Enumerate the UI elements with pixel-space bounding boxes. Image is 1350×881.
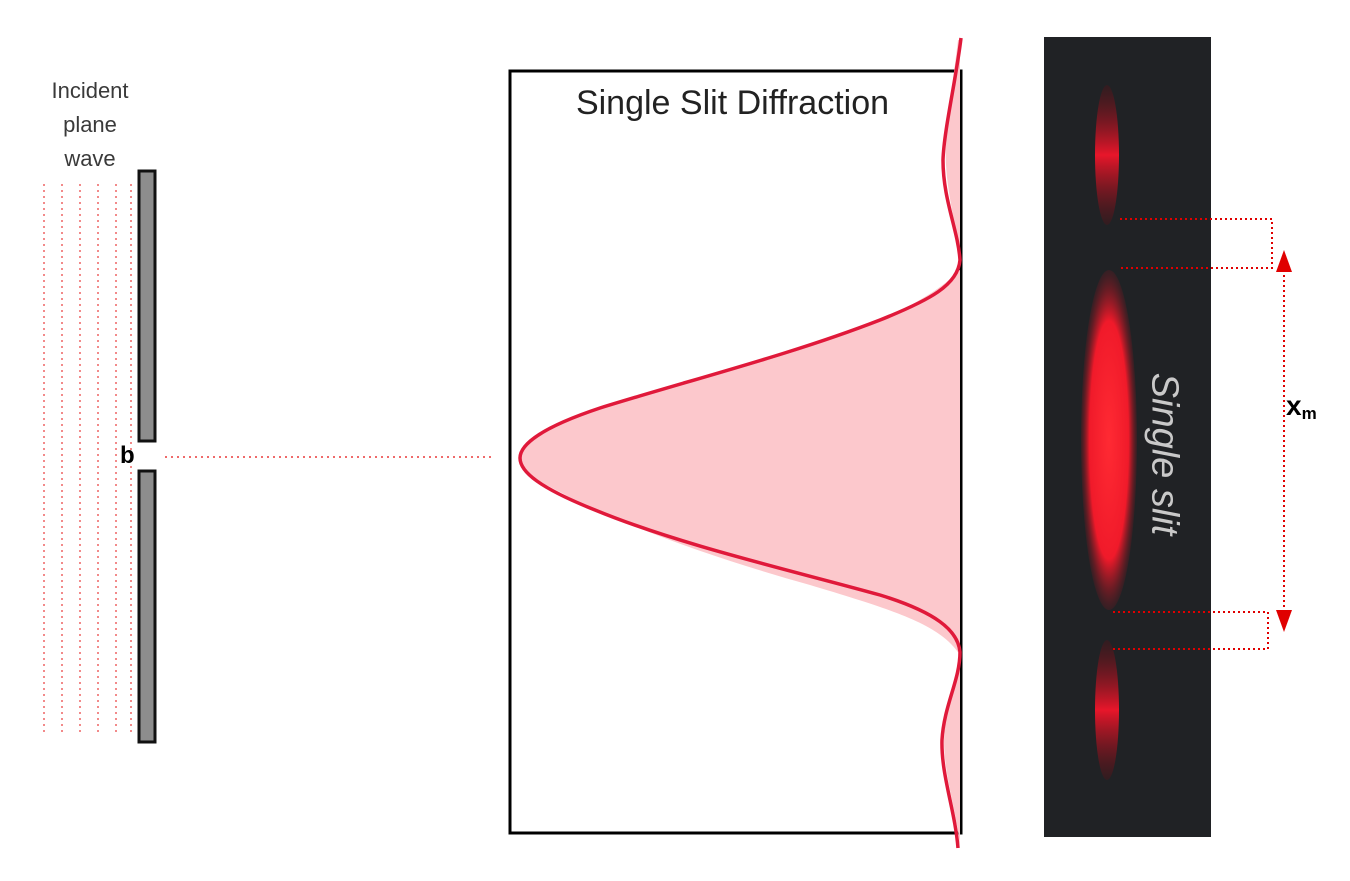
photo-caption: Single slit xyxy=(1143,372,1186,536)
incident-label-line: plane xyxy=(63,112,117,137)
intensity-fill xyxy=(520,40,960,845)
incident-wavefronts xyxy=(43,184,132,735)
minimum-brackets xyxy=(1113,218,1273,650)
central-maximum xyxy=(1081,270,1137,610)
side-lobe-fill-top xyxy=(945,40,960,270)
incident-plane-wave-label: Incident plane wave xyxy=(30,74,150,176)
xm-label-base: x xyxy=(1286,390,1302,421)
barrier-upper xyxy=(137,169,157,443)
intensity-curve xyxy=(518,37,963,849)
slit-width-label: b xyxy=(120,442,135,469)
xm-arrowhead-up xyxy=(1276,250,1292,272)
fringe-top xyxy=(1095,85,1119,225)
top-bracket xyxy=(1120,218,1273,269)
incident-label-line: Incident xyxy=(51,78,129,103)
xm-arrowhead-down xyxy=(1276,610,1292,632)
fringe-bottom xyxy=(1095,640,1119,780)
incident-label-line: wave xyxy=(64,146,116,171)
xm-label-subscript: m xyxy=(1301,404,1317,423)
xm-label: xm xyxy=(1286,390,1317,424)
side-lobe-fill-bottom xyxy=(944,655,960,845)
barrier-lower xyxy=(137,469,157,744)
pattern-title: Single Slit Diffraction xyxy=(575,84,890,122)
